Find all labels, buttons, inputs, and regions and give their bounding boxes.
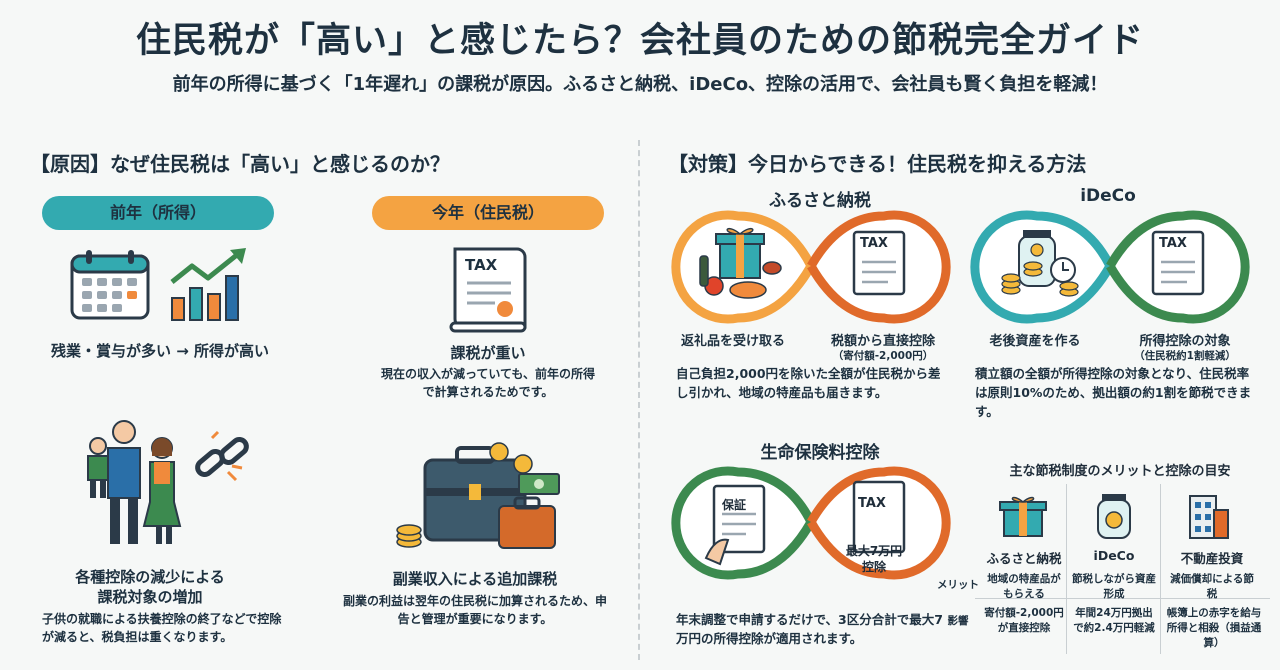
life-insurance-loop [671,466,951,580]
table-col-name-1: iDeCo [1093,548,1135,563]
table-cell-merit-0: 地域の特産品がもらえる [987,573,1061,600]
tax-document-icon [449,247,527,333]
ideco-right-sub: （住民税約1割軽減） [1134,350,1236,362]
cause-heading: 【原因】なぜ住民税は「高い」と感じるのか？ [30,152,450,176]
table-row-divider [975,598,1270,599]
current-year-desc: 現在の収入が減っていても、前年の所得で計算されるためです。 [380,367,596,399]
table-cell-merit-2: 減価償却による節税 [1170,573,1254,600]
table-divider-2 [1160,484,1161,654]
table-col-name-0: ふるさと納税 [986,551,1062,566]
side-income-desc: 副業の利益は翌年の住民税に加算されるため、申告と管理が重要になります。 [342,594,607,626]
prev-year-pill: 前年（所得） [42,196,274,230]
ideco-right-label: 所得控除の対象 [1139,334,1231,349]
furusato-loop [671,210,951,324]
current-year-pill: 今年（住民税） [372,196,604,230]
building-icon [1189,495,1229,539]
furusato-desc: 自己負担2,000円を除いた全額が住民税から差し引かれ、地域の特産品も届きます。 [676,366,941,400]
side-income-title: 副業収入による追加課税 [392,570,558,588]
table-col-name-2: 不動産投資 [1180,551,1244,566]
life-tax-sub-1: 最大7万円 [845,544,903,558]
page-title: 住民税が「高い」と感じたら？会社員のための節税完全ガイド [135,21,1144,61]
growth-chart-icon [170,248,246,321]
furusato-tax-label: TAX [860,236,888,251]
gift-icon [999,496,1047,537]
table-cell-merit-1: 節税しながら資産形成 [1072,573,1156,600]
life-insurance-title: 生命保険料控除 [760,443,880,463]
life-tax-sub-2: 控除 [861,560,886,574]
ideco-loop [970,210,1250,324]
ideco-left-label: 老後資産を作る [989,334,1081,349]
family-icon [87,420,182,544]
family-desc: 子供の就職による扶養控除の終了などで控除が減ると、税負担は重くなります。 [42,612,282,644]
table-cell-impact-1: 年間24万円拠出で約2.4万円軽減 [1073,607,1155,634]
broken-chain-icon [195,430,249,482]
furusato-title: ふるさと納税 [769,191,871,211]
prev-year-caption: 残業・賞与が多い → 所得が高い [50,342,269,360]
tax-document-label: TAX [465,256,498,274]
measures-heading: 【対策】今日からできる！住民税を抑える方法 [668,152,1087,176]
life-doc-label: 保証 [722,498,747,512]
table-row-merit-label: メリット [937,579,979,591]
family-title-2: 課税対象の増加 [97,588,203,606]
ideco-desc: 積立額の全額が所得控除の対象となり、住民税率は原則10%のため、拠出額の約1割を… [975,366,1252,419]
table-title: 主な節税制度のメリットと控除の目安 [1009,464,1231,479]
page-subtitle: 前年の所得に基づく「1年遅れ」の課税が原因。ふるさと納税、iDeCo、控除の活用… [172,74,1108,95]
table-divider-1 [1066,484,1067,654]
section-divider [638,140,640,660]
ideco-title: iDeCo [1080,186,1136,206]
briefcase-coins-icon [396,442,560,549]
ideco-tax-label: TAX [1159,236,1187,251]
table-cell-impact-2: 帳簿上の赤字を給与所得と相殺（損益通算） [1166,607,1262,649]
table-cell-impact-0: 寄付額-2,000円が直接控除 [984,607,1064,634]
furusato-right-label: 税額から直接控除 [830,334,935,349]
coin-jar-icon [1097,494,1131,539]
calendar-icon [70,250,150,320]
furusato-right-sub: （寄付額-2,000円） [832,350,934,362]
life-tax-label: TAX [858,496,886,511]
family-title-1: 各種控除の減少による [75,568,225,586]
table-row-impact-label: 影響 [947,615,969,627]
current-year-title: 課税が重い [450,344,526,362]
life-insurance-desc: 年末調整で申請するだけで、3区分合計で最大7万円の所得控除が適用されます。 [676,612,943,646]
furusato-left-label: 返礼品を受け取る [680,334,785,349]
